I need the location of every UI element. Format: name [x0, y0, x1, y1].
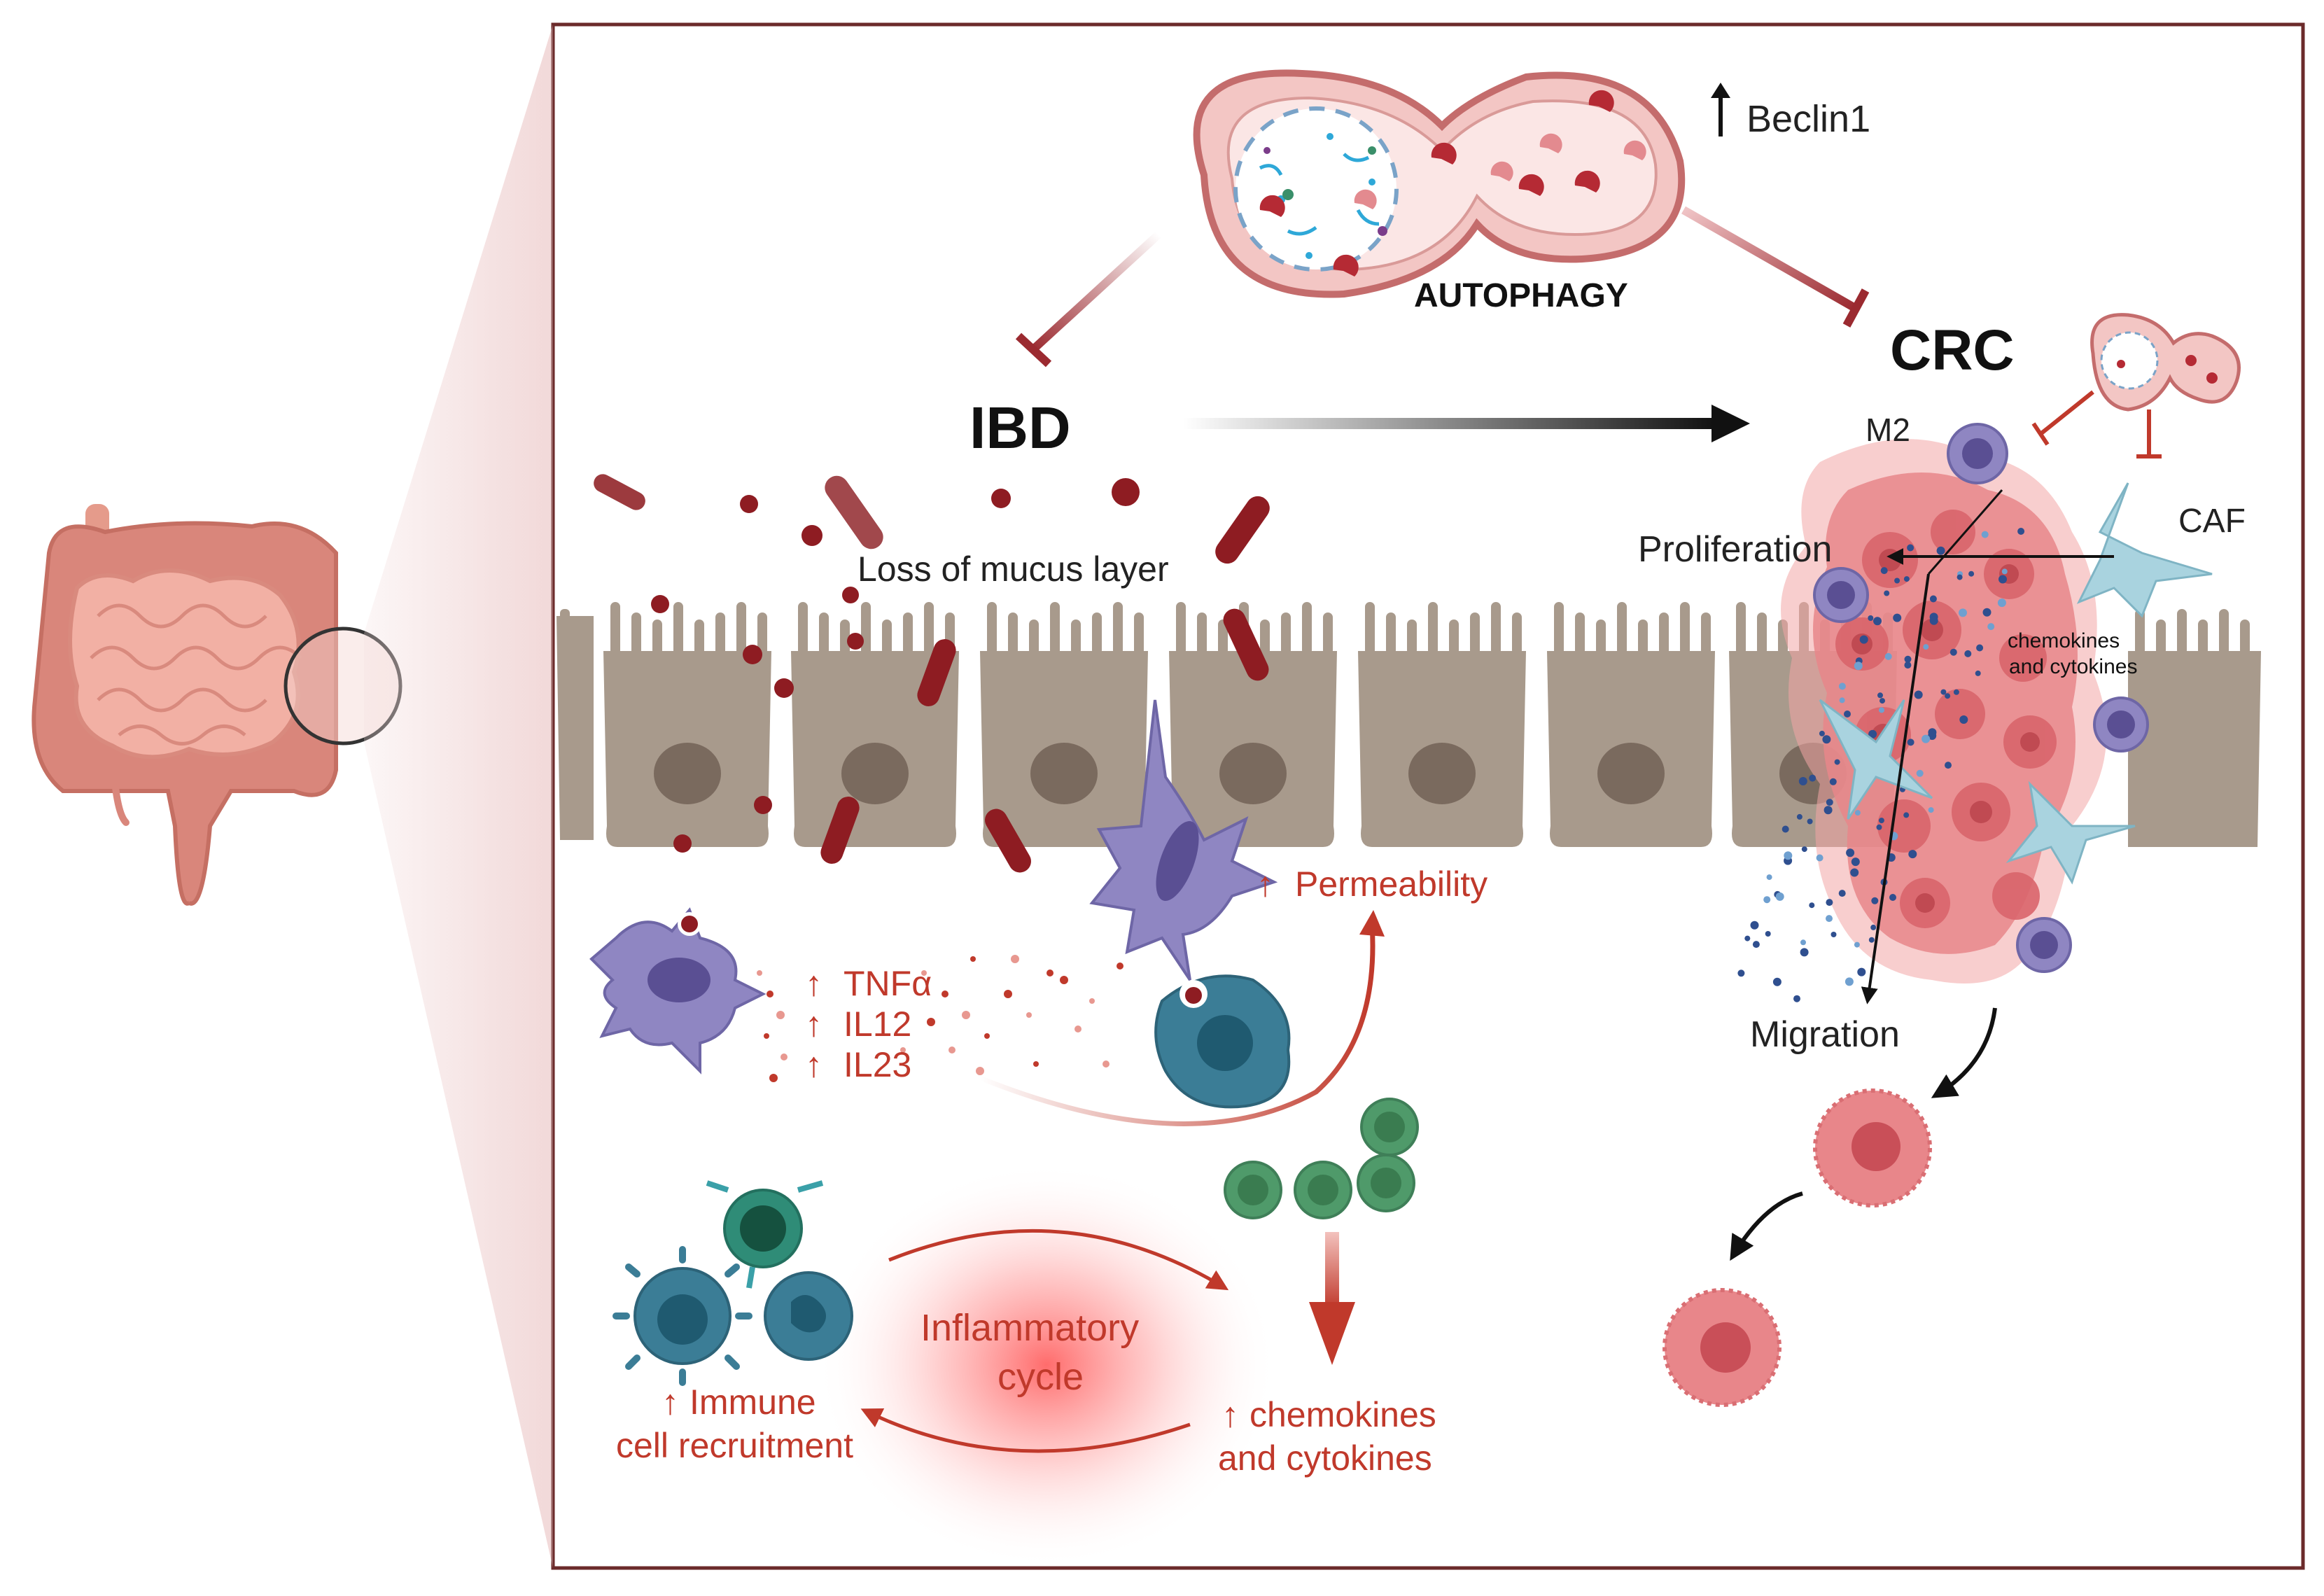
cycle-arrow-bottom	[860, 1408, 1191, 1453]
migration-label: Migration	[1750, 1014, 1900, 1055]
macrophage-cell	[1154, 974, 1291, 1109]
tumor-chem-label-2: and cytokines	[2009, 655, 2137, 678]
bacteria-debris	[594, 474, 1270, 873]
epithelium-layer	[556, 609, 594, 840]
inflam-label-1: Inflammatory	[920, 1307, 1139, 1349]
permeability-arrow-head	[1359, 910, 1385, 937]
immune-label-1: Immune	[690, 1382, 816, 1422]
autophagy-inhibits-crc	[1681, 206, 1870, 328]
svg-text:↑: ↑	[805, 1045, 822, 1084]
loss-mucus-label: Loss of mucus layer	[858, 550, 1169, 589]
tumor-chem-label-1: chemokines	[2008, 629, 2120, 652]
permeability-up-arrow: ↑	[1256, 864, 1274, 904]
chem-label-2: and cytokines	[1218, 1438, 1432, 1478]
svg-text:↑: ↑	[805, 964, 822, 1003]
green-cells-group	[1224, 1098, 1419, 1219]
autophagy-inhibits-ibd	[1015, 231, 1162, 368]
small-inhibit-lines	[2031, 390, 2162, 458]
caf-cells	[1819, 482, 2213, 885]
autophagy-label: AUTOPHAGY	[1414, 277, 1628, 314]
immune-label-2: cell recruitment	[616, 1426, 853, 1465]
proliferation-label: Proliferation	[1638, 529, 1832, 570]
migration-arrow-stem	[1927, 489, 2003, 575]
intestine-illustration	[31, 504, 402, 906]
svg-text:↑: ↑	[662, 1382, 679, 1422]
ibd-to-crc-arrow	[1183, 405, 1750, 442]
m2-macrophages	[1813, 423, 2149, 973]
cycle-arrow-top	[888, 1228, 1229, 1291]
small-autophagosome	[2090, 313, 2241, 412]
svg-text:↑: ↑	[805, 1004, 822, 1044]
inflam-label-2: cycle	[997, 1356, 1084, 1398]
epithelial-cell	[1358, 602, 1526, 847]
immune-cells-group	[612, 1180, 853, 1386]
epithelial-cell	[791, 602, 959, 847]
metastasis-arrow-1	[1931, 1007, 1997, 1098]
migrating-tumor-cell-1	[1813, 1088, 1932, 1208]
neutrophil-cell	[764, 1271, 853, 1361]
epithelial-cells	[603, 602, 2261, 847]
release-down-arrow	[1309, 1232, 1355, 1365]
inflammation-glow	[816, 1162, 1278, 1568]
il12-label: IL12	[844, 1004, 911, 1044]
tnfa-label: TNFα	[844, 964, 932, 1003]
cytokine-dots	[757, 955, 1124, 1082]
dendritic-cell-epithelium	[1089, 699, 1278, 981]
beclin-label: Beclin1	[1746, 98, 1870, 140]
chem-label-1: chemokines	[1250, 1395, 1436, 1434]
crc-label: CRC	[1890, 318, 2015, 382]
chemokines-label: ↑ chemokines and cytokines	[1218, 1395, 1436, 1478]
metastasis-arrow-2	[1730, 1191, 1803, 1261]
epithelial-cell	[2128, 609, 2261, 847]
autophagosome-illustration	[1193, 69, 1686, 298]
migration-arrow	[1861, 573, 1930, 1004]
permeability-label: Permeability	[1295, 864, 1488, 904]
il23-label: IL23	[844, 1045, 911, 1084]
migrating-tumor-cell-2	[1662, 1288, 1782, 1407]
epithelial-cell	[980, 602, 1148, 847]
epithelial-cell	[603, 602, 771, 847]
immune-recruitment-label: ↑ Immune cell recruitment	[616, 1382, 853, 1465]
beclin-up-arrow	[1711, 83, 1730, 136]
spiky-immune-cell	[612, 1246, 752, 1386]
dendritic-cell-left	[589, 907, 766, 1074]
ibd-label: IBD	[969, 395, 1071, 461]
svg-text:↑: ↑	[1222, 1395, 1239, 1434]
m2-label: M2	[1865, 412, 1910, 448]
t-cell	[706, 1180, 824, 1289]
epithelial-cell	[1169, 602, 1337, 847]
caf-label: CAF	[2178, 503, 2246, 540]
cytokine-list: ↑ TNFα ↑ IL12 ↑ IL23	[805, 964, 932, 1084]
epithelial-cell	[1547, 602, 1715, 847]
